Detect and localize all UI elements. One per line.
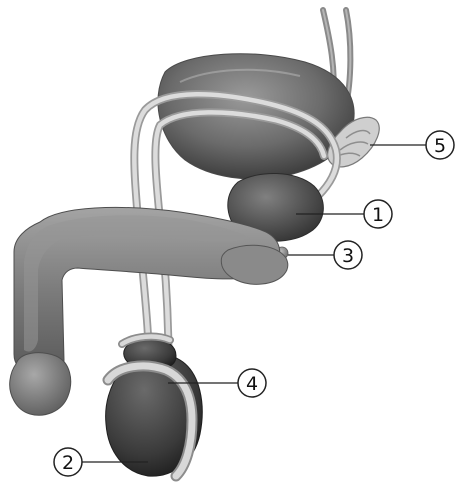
callout-1-label: 1 — [372, 204, 384, 226]
callout-2: 2 — [54, 448, 82, 476]
callout-4-label: 4 — [246, 373, 258, 395]
callout-1: 1 — [364, 200, 392, 228]
callout-5-label: 5 — [434, 135, 446, 157]
callout-3: 3 — [334, 241, 362, 269]
callout-4: 4 — [238, 369, 266, 397]
callout-3-label: 3 — [342, 245, 354, 267]
callout-2-label: 2 — [62, 452, 74, 474]
callout-5: 5 — [426, 131, 454, 159]
